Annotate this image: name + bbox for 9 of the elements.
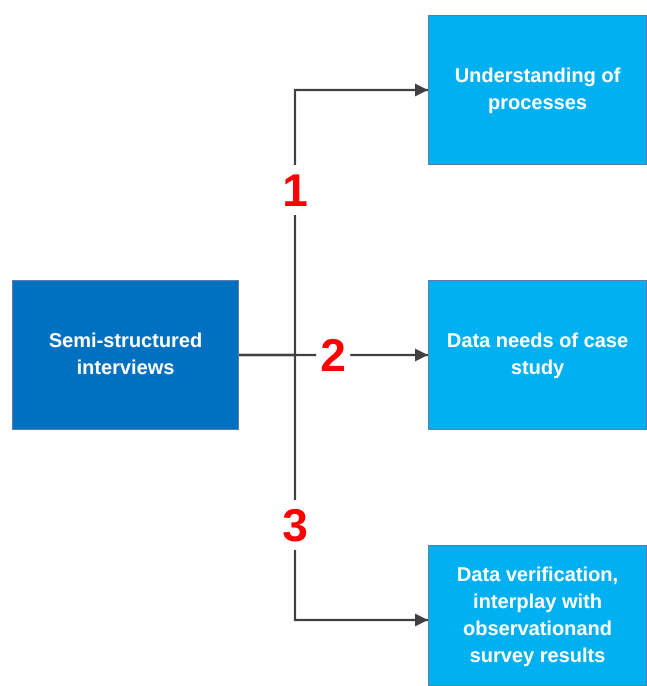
box-label: Data verification, interplay with observationand survey results xyxy=(456,562,620,668)
box-label: Semi-structured interviews xyxy=(48,329,204,381)
connector-arrow xyxy=(239,354,428,627)
process-box xyxy=(428,15,647,165)
process-box xyxy=(12,280,239,430)
process-box xyxy=(428,545,647,686)
box-label: Understanding of processes xyxy=(454,64,622,116)
process-box xyxy=(428,280,647,430)
box-label: Data needs of case study xyxy=(446,329,630,381)
